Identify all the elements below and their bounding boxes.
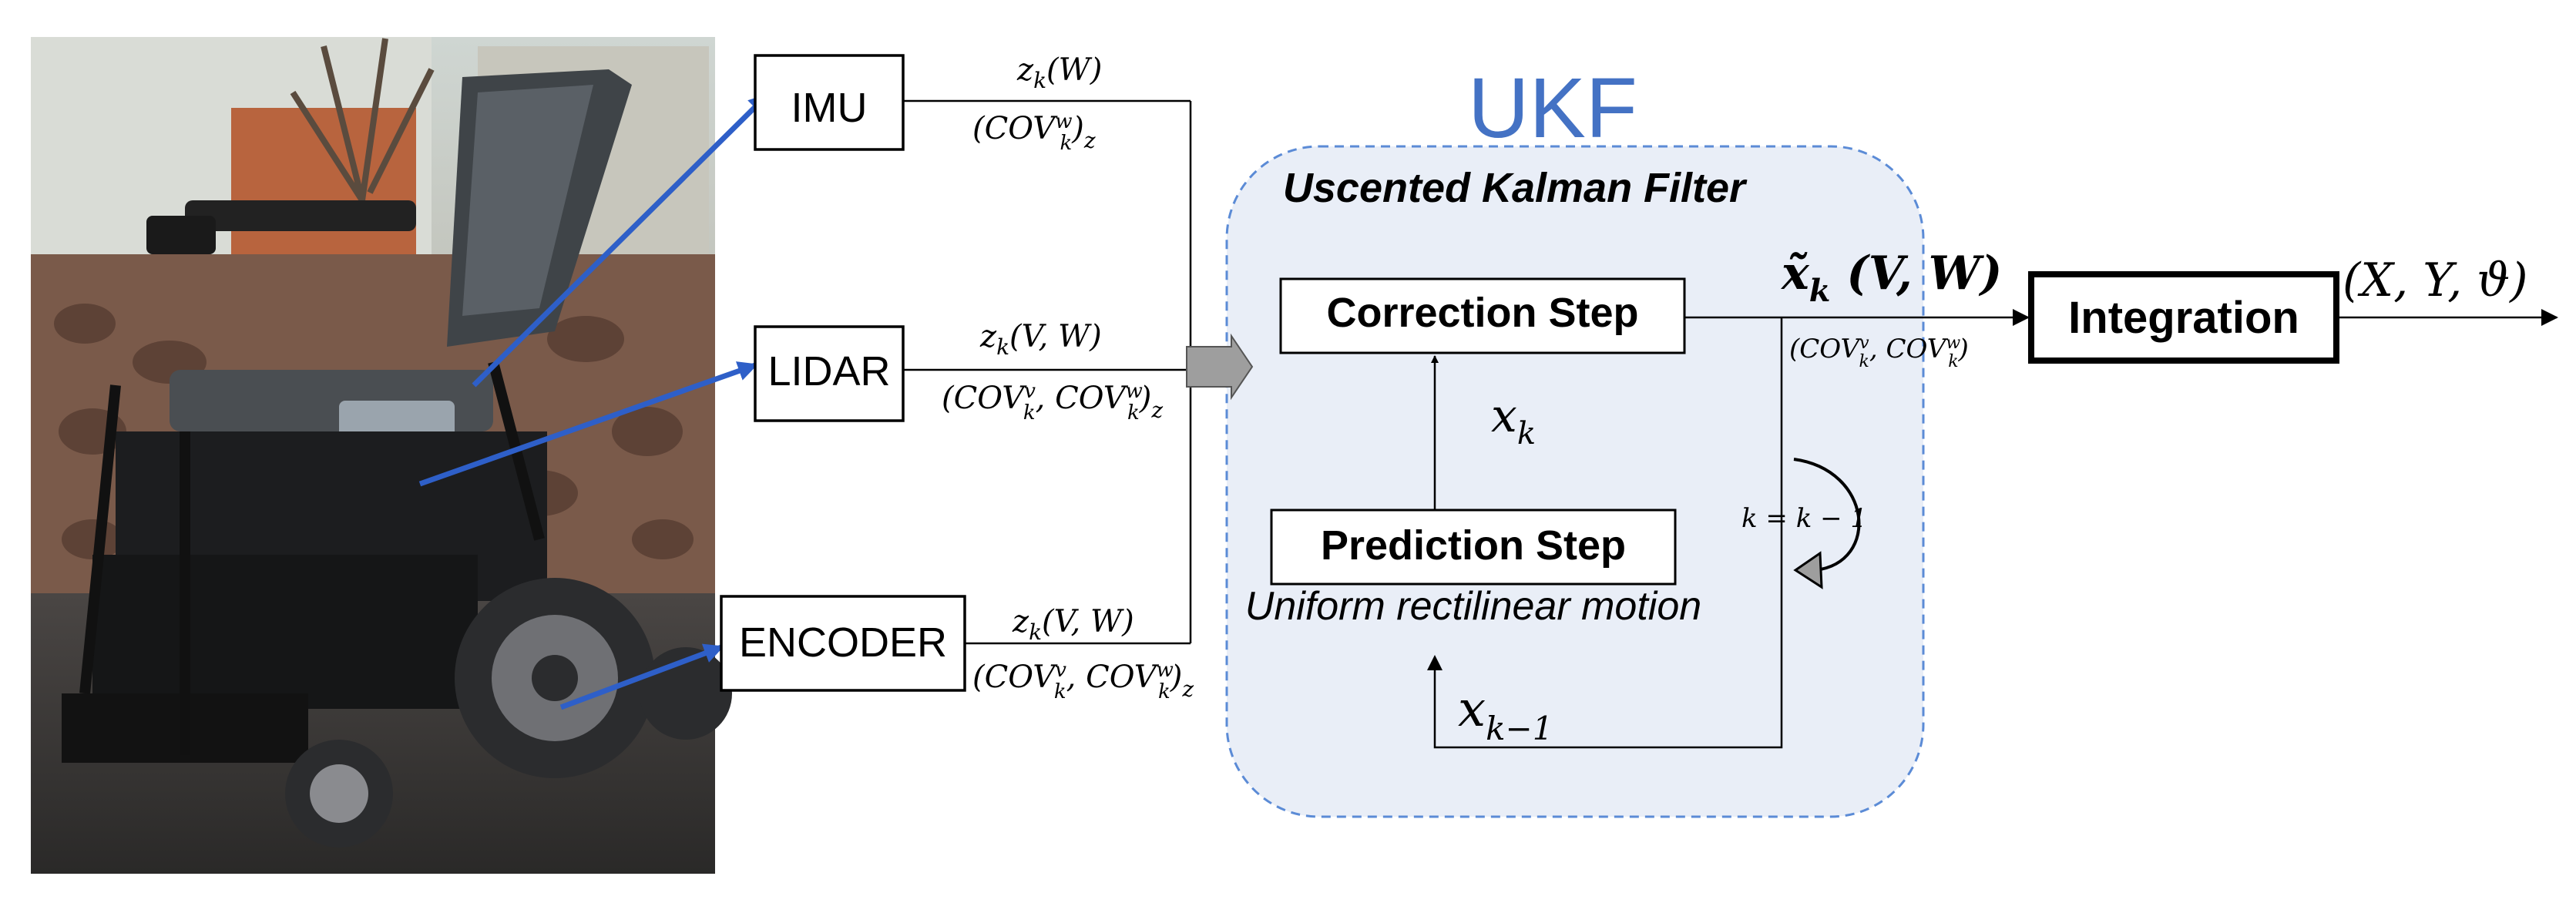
state-estimate: x̃k (V, W) <box>1780 247 2002 309</box>
sensor-bus-lines <box>903 99 1192 645</box>
iteration-label: k = k − 1 <box>1741 503 1867 534</box>
prediction-step-label: Prediction Step <box>1321 522 1626 569</box>
encoder-block: ENCODER <box>720 595 966 692</box>
correction-step-block: Correction Step <box>1279 277 1686 354</box>
encoder-measurement: zk(V, W) <box>1012 604 1134 645</box>
lidar-label: LIDAR <box>767 348 890 394</box>
feedback-loop-lines <box>1433 317 1783 749</box>
imu-pointer-arrow <box>472 93 769 388</box>
pose-output: (X, Y, ϑ) <box>2343 253 2528 307</box>
encoder-label: ENCODER <box>739 619 947 666</box>
ukf-input-arrow <box>1186 333 1254 401</box>
lidar-measurement: zk(V, W) <box>979 319 1102 360</box>
lidar-pointer-arrow <box>418 361 758 487</box>
feedback-arrowhead <box>1427 655 1442 670</box>
iteration-loop-arrowhead <box>1793 551 1823 589</box>
correction-step-label: Correction Step <box>1326 290 1638 336</box>
lidar-block: LIDAR <box>754 325 905 422</box>
iteration-loop-arrow <box>1793 458 1861 572</box>
wheelchair-photo <box>31 37 732 874</box>
imu-block: IMU <box>754 54 905 151</box>
ukf-container <box>1225 145 1925 818</box>
prediction-step-note: Uniform rectilinear motion <box>1245 584 1701 629</box>
integration-block: Integration <box>2028 271 2339 364</box>
ukf-heading: UKF <box>1468 61 1637 156</box>
prediction-step-block: Prediction Step <box>1270 509 1677 586</box>
imu-label: IMU <box>791 85 868 131</box>
integration-label: Integration <box>2068 293 2299 343</box>
encoder-pointer-arrow <box>559 643 724 710</box>
imu-measurement: zk(W) <box>1016 52 1102 93</box>
state-xk-prev: xk−1 <box>1458 681 1553 747</box>
ukf-subtitle: Uscented Kalman Filter <box>1283 165 1748 211</box>
state-xk: xk <box>1491 389 1536 452</box>
